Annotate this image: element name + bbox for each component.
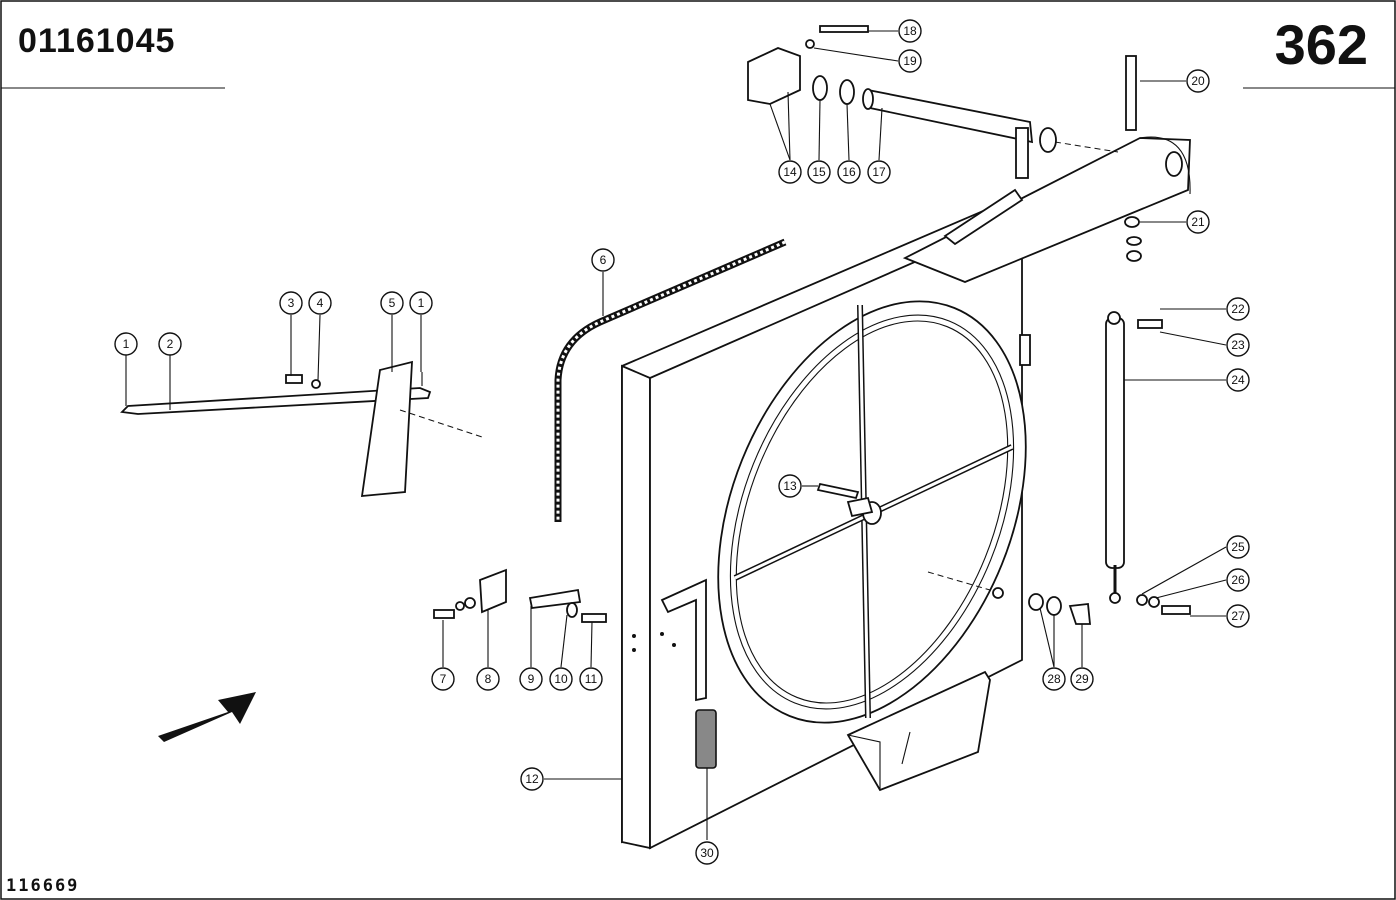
svg-text:13: 13 [783,479,797,493]
doc-number: 01161045 [18,22,176,60]
callout-19: 19 [898,49,922,73]
bolt-and-nut [1124,55,1142,262]
svg-text:10: 10 [554,672,568,686]
figure-code: 116669 [6,876,80,896]
svg-text:9: 9 [528,672,535,686]
callout-24: 24 [1226,368,1250,392]
svg-text:23: 23 [1231,338,1245,352]
callout-1b: 1 [409,291,433,315]
svg-text:28: 28 [1047,672,1061,686]
callout-8: 8 [476,667,500,691]
callout-30: 30 [695,841,719,865]
svg-text:30: 30 [700,846,714,860]
callout-23: 23 [1226,333,1250,357]
callout-9: 9 [519,667,543,691]
leader-lines [125,30,1227,840]
callout-7: 7 [431,667,455,691]
callout-25: 25 [1226,535,1250,559]
svg-text:14: 14 [783,165,797,179]
callout-1a: 1 [114,332,138,356]
svg-text:6: 6 [600,253,607,267]
callout-17: 17 [867,160,891,184]
callout-2: 2 [158,332,182,356]
svg-text:26: 26 [1231,573,1245,587]
svg-text:12: 12 [525,772,539,786]
callout-29: 29 [1070,667,1094,691]
svg-text:7: 7 [440,672,447,686]
svg-text:21: 21 [1191,215,1205,229]
callout-4: 4 [308,291,332,315]
callout-3: 3 [279,291,303,315]
direction-arrow-icon [158,692,256,742]
callout-13: 13 [778,474,802,498]
pin [816,482,860,500]
svg-text:18: 18 [903,24,917,38]
svg-text:22: 22 [1231,302,1245,316]
svg-text:19: 19 [903,54,917,68]
callout-18: 18 [898,19,922,43]
radiator-frame [621,136,1191,850]
callout-28: 28 [1042,667,1066,691]
callout-6: 6 [591,248,615,272]
svg-text:4: 4 [317,296,324,310]
callout-5: 5 [380,291,404,315]
foam-pad [695,709,717,769]
callout-27: 27 [1226,604,1250,628]
svg-text:29: 29 [1075,672,1089,686]
svg-text:5: 5 [389,296,396,310]
gas-strut [1105,311,1191,615]
svg-text:8: 8 [485,672,492,686]
svg-text:1: 1 [123,337,130,351]
svg-text:25: 25 [1231,540,1245,554]
rod-assembly [120,360,486,498]
bushing-assembly [1028,593,1091,625]
svg-text:16: 16 [842,165,856,179]
svg-text:20: 20 [1191,74,1205,88]
lock-pin-assembly [433,568,607,623]
callout-14: 14 [778,160,802,184]
svg-text:27: 27 [1231,609,1245,623]
callout-16: 16 [837,160,861,184]
svg-text:3: 3 [288,296,295,310]
callout-11: 11 [579,667,603,691]
callout-21: 21 [1186,210,1210,234]
svg-text:11: 11 [585,672,598,686]
callout-10: 10 [549,667,573,691]
svg-text:2: 2 [167,337,174,351]
svg-text:1: 1 [418,296,425,310]
callout-12: 12 [520,767,544,791]
callout-20: 20 [1186,69,1210,93]
svg-text:24: 24 [1231,373,1245,387]
svg-text:17: 17 [872,165,886,179]
top-shaft-assembly [747,25,1119,179]
page-number: 362 [1274,13,1368,76]
callout-26: 26 [1226,568,1250,592]
callout-22: 22 [1226,297,1250,321]
callout-15: 15 [807,160,831,184]
svg-text:15: 15 [812,165,826,179]
